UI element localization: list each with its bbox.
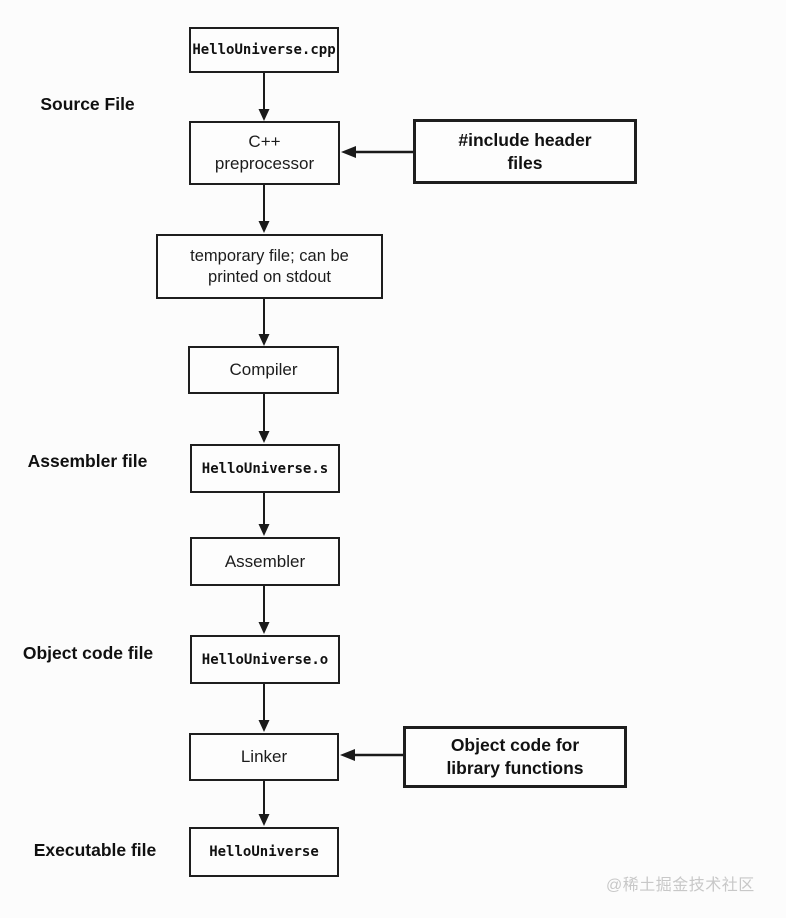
node-label: Assembler — [224, 551, 306, 571]
label-source-file: Source File — [20, 92, 155, 116]
label-line1: Assembler — [27, 451, 118, 471]
node-hellouniverse-o: HelloUniverse.o — [190, 635, 340, 684]
arrow-objectfile-to-linker — [258, 684, 270, 732]
node-assembler: Assembler — [190, 537, 340, 586]
node-linker: Linker — [189, 733, 339, 781]
node-cpp-preprocessor: C++ preprocessor — [189, 121, 340, 185]
node-hellouniverse-exe: HelloUniverse — [189, 827, 339, 877]
label-line2: file — [130, 840, 157, 860]
watermark: @稀土掘金技术社区 — [606, 877, 755, 894]
label-assembler-file: Assembler file — [20, 449, 155, 473]
node-label: HelloUniverse.o — [201, 651, 329, 668]
arrow-include-to-preprocessor — [341, 146, 413, 158]
arrow-cpp-to-preprocessor — [258, 73, 270, 121]
node-label-line1: temporary file; can be — [190, 246, 349, 265]
node-hellouniverse-cpp: HelloUniverse.cpp — [189, 27, 339, 73]
arrow-assembler-to-objectfile — [258, 586, 270, 634]
arrow-assemblerfile-to-assembler — [258, 493, 270, 536]
node-label-line2: library functions — [446, 758, 584, 778]
arrow-linker-to-executable — [258, 781, 270, 826]
arrow-tempfile-to-compiler — [258, 299, 270, 346]
label-executable-file: Executable file — [25, 838, 165, 862]
node-label-line1: C++ — [248, 132, 281, 151]
node-label: HelloUniverse.cpp — [192, 42, 336, 58]
node-label: HelloUniverse.s — [201, 460, 329, 477]
label-line1: Object code — [22, 643, 123, 663]
node-label-line2: files — [507, 152, 543, 173]
label-line2: file — [122, 451, 148, 471]
arrow-preprocessor-to-tempfile — [258, 185, 270, 233]
node-label-line1: #include header — [458, 129, 592, 150]
node-label-line1: Object code for — [450, 735, 580, 755]
node-label: Linker — [240, 747, 288, 766]
label-line2: file — [127, 643, 154, 663]
label-line1: Executable — [33, 840, 127, 860]
node-object-code-library: Object code for library functions — [403, 726, 627, 788]
label-object-code-file: Object code file — [13, 641, 163, 665]
node-label-line2: printed on stdout — [208, 267, 331, 286]
arrow-library-to-linker — [340, 749, 403, 761]
arrow-compiler-to-assemblerfile — [258, 394, 270, 443]
node-label: HelloUniverse — [209, 844, 319, 860]
node-include-header-files: #include header files — [413, 119, 637, 184]
label-line1: Source File — [40, 94, 135, 114]
node-label: Compiler — [229, 360, 298, 379]
node-label-line2: preprocessor — [214, 154, 315, 173]
node-temporary-file: temporary file; can be printed on stdout — [156, 234, 383, 299]
node-hellouniverse-s: HelloUniverse.s — [190, 444, 340, 493]
node-compiler: Compiler — [188, 346, 339, 394]
